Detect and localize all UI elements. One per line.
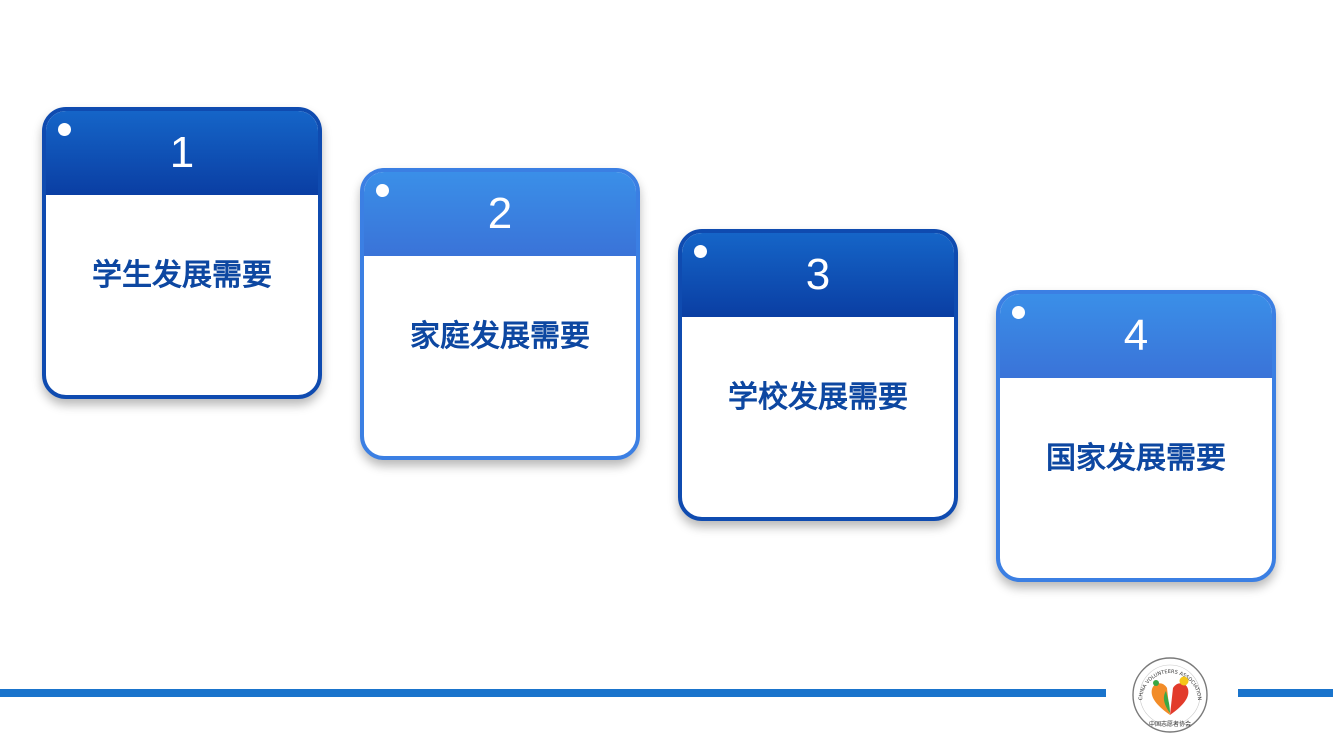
card-header: 4	[1000, 294, 1272, 378]
step-number: 3	[805, 250, 831, 299]
step-label: 家庭发展需要	[410, 319, 590, 354]
step-card-1: 1 学生发展需要	[42, 107, 322, 399]
footer-rule-left	[0, 689, 1106, 697]
dot-icon	[1012, 306, 1025, 319]
step-number: 2	[487, 189, 513, 238]
card-header: 3	[682, 233, 954, 317]
step-number: 1	[169, 128, 195, 177]
dot-icon	[58, 123, 71, 136]
dot-icon	[694, 245, 707, 258]
step-label: 国家发展需要	[1046, 441, 1226, 476]
heart-emblem-icon	[1151, 676, 1189, 715]
association-logo: CHINA VOLUNTEERS ASSOCIATION 中国志愿者协会	[1132, 657, 1208, 733]
card-header: 1	[46, 111, 318, 195]
step-label: 学校发展需要	[728, 380, 908, 415]
step-label: 学生发展需要	[92, 258, 272, 293]
step-number: 4	[1123, 311, 1149, 360]
footer-rule-right	[1238, 689, 1333, 697]
dot-icon	[376, 184, 389, 197]
logo-bottom-text: 中国志愿者协会	[1149, 720, 1191, 728]
step-card-4: 4 国家发展需要	[996, 290, 1276, 582]
step-card-2: 2 家庭发展需要	[360, 168, 640, 460]
step-card-3: 3 学校发展需要	[678, 229, 958, 521]
card-header: 2	[364, 172, 636, 256]
